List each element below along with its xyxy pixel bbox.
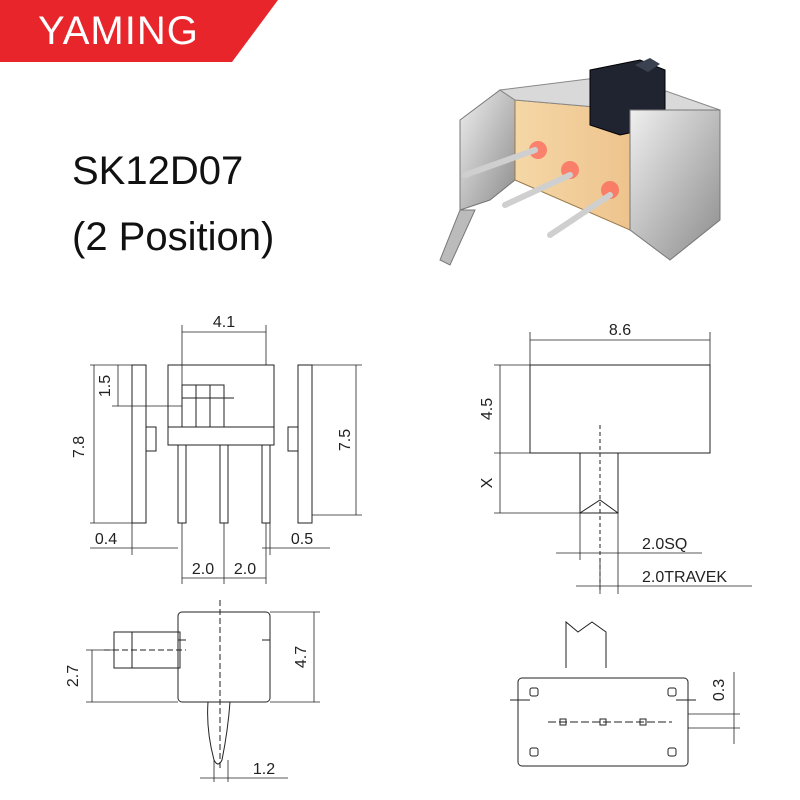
front-view [131, 364, 313, 524]
dim-knob-offset: 2.7 [65, 665, 82, 687]
dim-top-height: 4.7 [293, 646, 310, 668]
dim-front-height-right: 7.5 [337, 429, 354, 451]
dim-knob-height: 1.5 [97, 375, 114, 397]
dim-leg-offset-left: 0.4 [95, 531, 117, 548]
dim-actuator-height: X [479, 477, 496, 488]
brand-name: YAMING [38, 9, 199, 53]
dim-body-height: 4.5 [479, 398, 496, 420]
dim-front-width: 4.1 [213, 314, 235, 331]
dim-travel: 2.0TRAVEK [642, 569, 727, 586]
top-view [104, 600, 271, 770]
dim-pitch-1: 2.0 [192, 561, 214, 578]
bottom-view [510, 620, 696, 767]
dim-pitch-2: 2.0 [234, 561, 256, 578]
dim-front-height-left: 7.8 [71, 436, 88, 458]
brand-tag: YAMING [0, 0, 280, 62]
brand-tag-shape [0, 0, 278, 62]
dim-actuator-size: 2.0SQ [642, 536, 687, 553]
side-view [529, 364, 711, 590]
dim-pad-offset: 0.3 [711, 679, 728, 701]
dim-pin-width: 1.2 [253, 761, 275, 778]
product-model: SK12D07 [72, 149, 244, 193]
dim-leg-offset-right: 0.5 [291, 531, 313, 548]
switch-photo [439, 58, 721, 266]
product-positions: (2 Position) [72, 215, 275, 259]
dim-side-width: 8.6 [609, 322, 631, 339]
